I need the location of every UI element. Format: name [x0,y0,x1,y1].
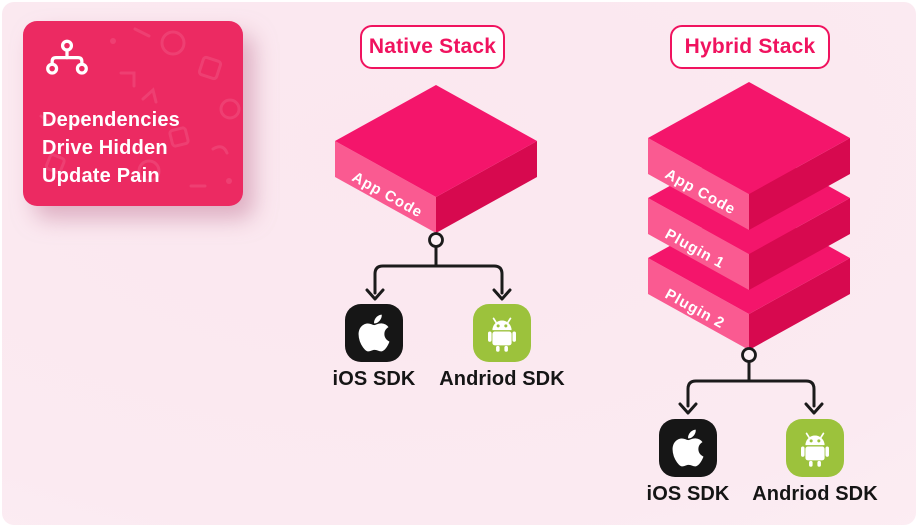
android-icon [786,419,844,477]
card-title-line: Drive Hidden [42,137,168,159]
apple-icon [659,419,717,477]
hybrid-stack-label: Hybrid Stack [670,25,830,69]
arrow-down-icon [365,288,385,301]
card-title-line: Update Pain [42,165,160,187]
native-slab-app-code: App Code [335,85,537,233]
native-connector-node [428,232,444,248]
android-icon [473,304,531,362]
hybrid-slab-app-code: App Code [648,82,850,230]
native-android-sdk-label: Andriod SDK [439,368,565,390]
native-ios-sdk-label: iOS SDK [332,368,416,390]
card-title-line: Dependencies [42,109,181,131]
apple-icon [345,304,403,362]
native-connector [365,232,512,301]
hybrid-android-sdk-label: Andriod SDK [752,483,878,505]
hybrid-connector [678,347,824,415]
hybrid-ios-sdk-label: iOS SDK [646,483,730,505]
card-doodle-pattern [39,27,241,188]
hierarchy-icon [46,39,88,75]
title-card: Dependencies Drive Hidden Update Pain [23,21,243,206]
arrow-down-icon [492,288,512,301]
hybrid-connector-node [741,347,757,363]
card-title: Dependencies Drive Hidden Update Pain [42,106,232,190]
arrow-down-icon [804,402,824,415]
native-stack-label: Native Stack [360,25,505,69]
arrow-down-icon [678,402,698,415]
